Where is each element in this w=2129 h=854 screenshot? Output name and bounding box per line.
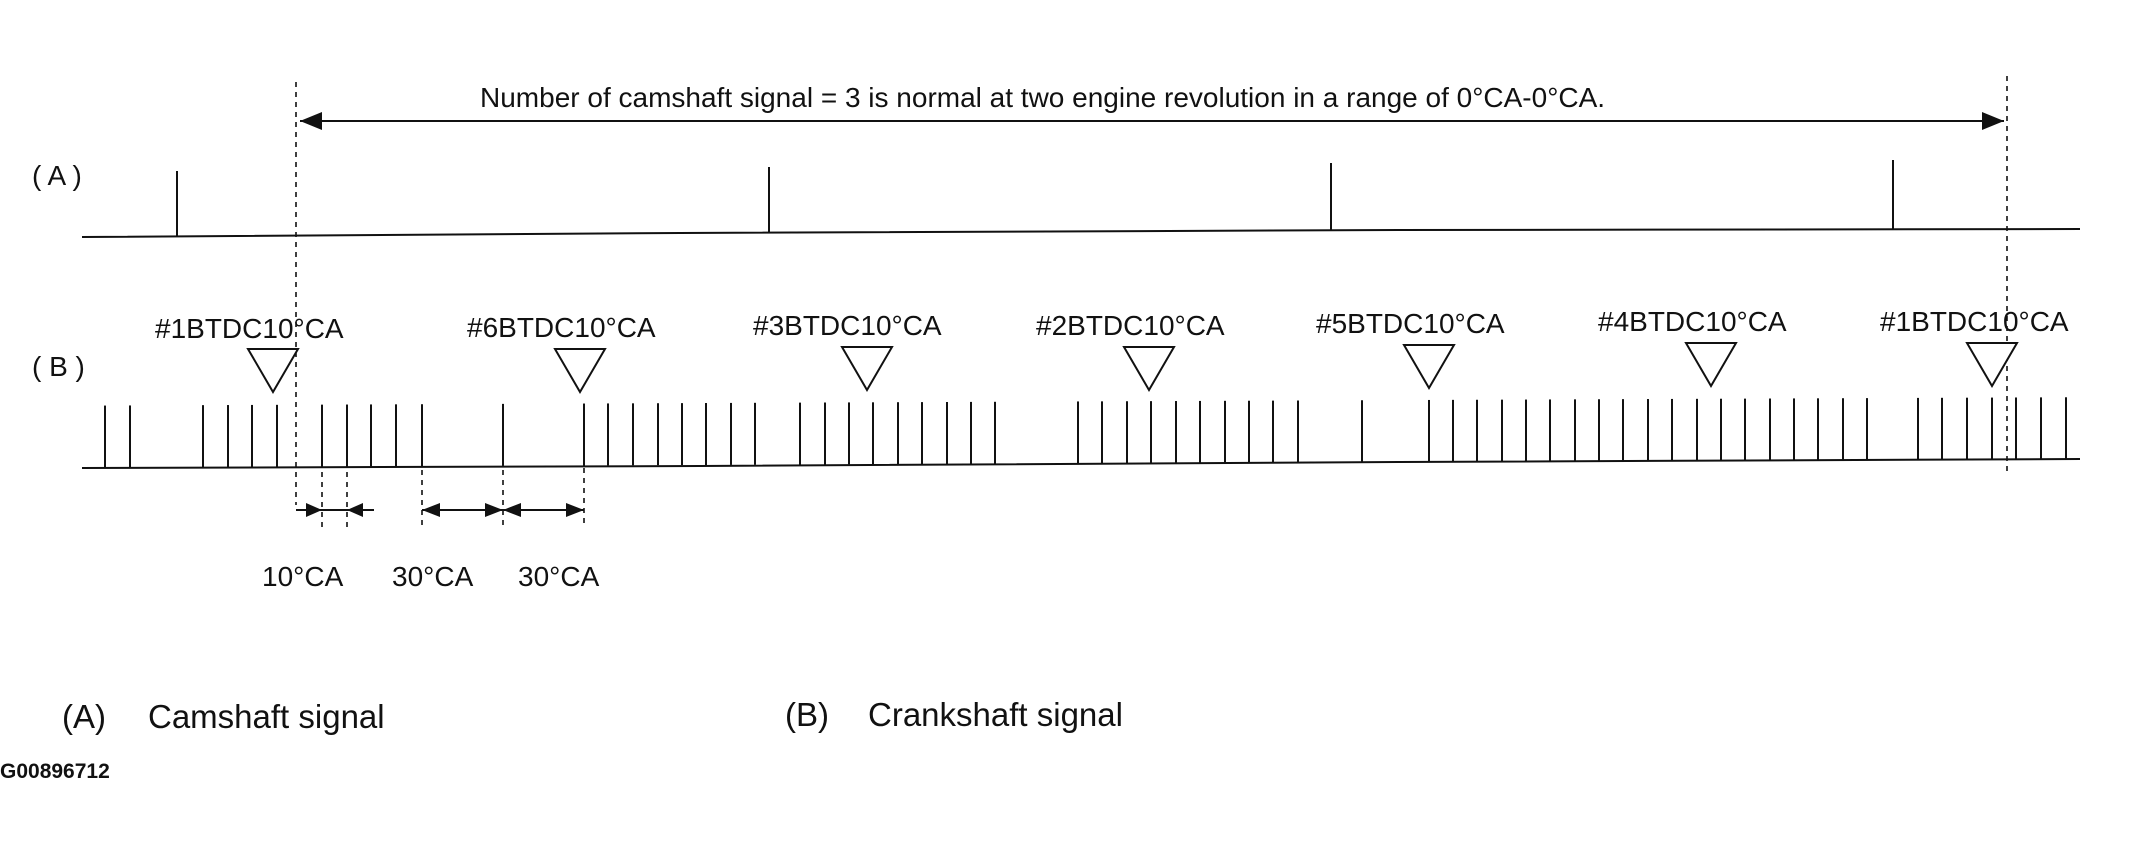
camshaft-signal [81, 160, 2081, 238]
dimension-label-tooth-spacing: 10°CA [262, 561, 344, 592]
btdc-marker-triangle [1965, 342, 2019, 388]
dimension-label-gap-2: 30°CA [518, 561, 600, 592]
legend-a-text: Camshaft signal [148, 698, 385, 735]
row-a-label: ( A ) [32, 160, 82, 191]
btdc-marker-label: #1BTDC10°CA [155, 313, 344, 344]
dimension-arrowhead [503, 503, 521, 517]
legend-b-key: (B) [785, 696, 829, 733]
dimension-label-gap-1: 30°CA [392, 561, 474, 592]
btdc-marker-label: #4BTDC10°CA [1598, 306, 1787, 337]
camshaft-baseline [81, 228, 2081, 238]
dimension-arrowhead [347, 503, 363, 517]
btdc-marker-triangle [1684, 342, 1738, 388]
range-annotation: Number of camshaft signal = 3 is normal … [480, 82, 1605, 113]
legend: (A) Camshaft signal (B) Crankshaft signa… [62, 696, 1123, 735]
btdc-marker-label: #1BTDC10°CA [1880, 306, 2069, 337]
btdc-marker-label: #2BTDC10°CA [1036, 310, 1225, 341]
btdc-marker-label: #5BTDC10°CA [1316, 308, 1505, 339]
dimension-arrowhead [485, 503, 503, 517]
dimension-arrowhead [422, 503, 440, 517]
btdc-markers: #1BTDC10°CA #6BTDC10°CA #3BTDC10°CA #2BT… [155, 306, 2069, 394]
range-arrow-right-head [1982, 112, 2004, 130]
dimension-annotations: 10°CA 30°CA 30°CA [262, 468, 600, 592]
btdc-marker-triangle [553, 348, 607, 394]
crankshaft-signal [81, 397, 2081, 469]
range-arrow-left-head [300, 112, 322, 130]
btdc-marker-label: #3BTDC10°CA [753, 310, 942, 341]
btdc-marker-label: #6BTDC10°CA [467, 312, 656, 343]
dimension-arrowhead [306, 503, 322, 517]
row-b-label: ( B ) [32, 351, 85, 382]
figure-id: G00896712 [0, 760, 110, 783]
legend-a-key: (A) [62, 698, 106, 735]
btdc-marker-triangle [1402, 344, 1456, 390]
legend-b-text: Crankshaft signal [868, 696, 1123, 733]
btdc-marker-triangle [1122, 346, 1176, 392]
crankshaft-baseline [81, 458, 2081, 469]
btdc-marker-triangle [246, 348, 300, 394]
btdc-marker-triangle [840, 346, 894, 392]
dimension-arrowhead [566, 503, 584, 517]
